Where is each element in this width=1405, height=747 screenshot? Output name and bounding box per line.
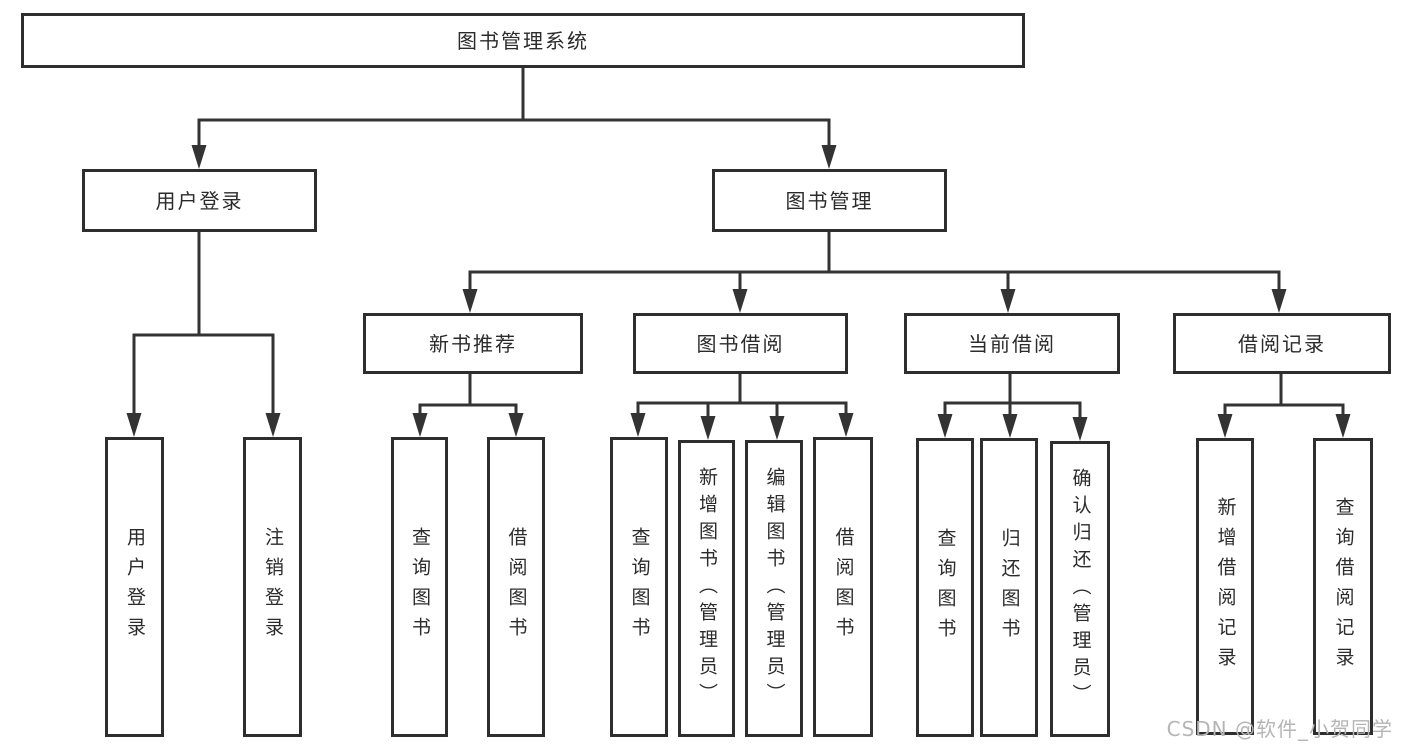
node-label-leaf-query-books-current: 查询图书	[934, 527, 957, 648]
node-label-leaf-borrow-books-recommend: 借阅图书	[505, 527, 528, 647]
node-label-leaf-edit-books-admin: 编辑图书（管理员）	[763, 467, 786, 710]
node-label-new-book-recommend: 新书推荐	[429, 331, 517, 356]
node-leaf-borrow-books-borrowing: 借阅图书	[813, 437, 873, 737]
node-current-borrowing: 当前借阅	[904, 313, 1120, 374]
node-label-leaf-add-books-admin: 新增图书（管理员）	[696, 467, 718, 710]
arrowhead-icon	[1000, 289, 1016, 313]
node-leaf-edit-books-admin: 编辑图书（管理员）	[745, 440, 803, 737]
node-label-leaf-query-books-borrowing: 查询图书	[628, 527, 651, 647]
watermark-text: CSDN @软件_小贺同学	[1166, 717, 1393, 741]
node-label-leaf-user-login: 用户登录	[124, 527, 146, 647]
node-label-leaf-query-borrow-record: 查询借阅记录	[1332, 496, 1355, 677]
node-label-borrowing-records: 借阅记录	[1238, 331, 1326, 356]
node-label-leaf-borrow-books-borrowing: 借阅图书	[832, 527, 855, 647]
node-label-leaf-return-books: 归还图书	[998, 527, 1021, 648]
node-book-management: 图书管理	[712, 169, 947, 232]
node-label-leaf-query-books-recommend: 查询图书	[409, 527, 431, 647]
node-label-user-login: 用户登录	[155, 188, 244, 213]
node-label-root: 图书管理系统	[457, 28, 589, 53]
node-leaf-query-books-borrowing: 查询图书	[610, 437, 668, 737]
node-label-leaf-logout: 注销登录	[262, 527, 284, 647]
node-leaf-confirm-return-admin: 确认归还（管理员）	[1050, 441, 1110, 737]
node-leaf-add-books-admin: 新增图书（管理员）	[678, 440, 735, 737]
arrowhead-icon	[1335, 414, 1351, 438]
arrowhead-icon	[1217, 414, 1233, 438]
arrowhead-icon	[630, 413, 646, 437]
arrowhead-icon	[126, 413, 142, 437]
node-label-leaf-confirm-return-admin: 确认归还（管理员）	[1069, 467, 1092, 711]
node-root: 图书管理系统	[21, 13, 1025, 68]
node-leaf-query-books-current: 查询图书	[916, 438, 974, 737]
arrowhead-icon	[412, 413, 428, 437]
arrowhead-icon	[838, 413, 854, 437]
node-book-borrowing: 图书借阅	[633, 313, 848, 374]
arrowhead-icon	[1271, 289, 1287, 313]
node-leaf-add-borrow-record: 新增借阅记录	[1196, 438, 1254, 735]
node-label-book-management: 图书管理	[785, 188, 874, 213]
arrowhead-icon	[265, 413, 281, 437]
node-user-login: 用户登录	[82, 169, 317, 232]
arrowhead-icon	[1002, 414, 1018, 438]
node-label-leaf-add-borrow-record: 新增借阅记录	[1214, 496, 1237, 677]
arrowhead-icon	[821, 145, 837, 169]
node-leaf-logout: 注销登录	[243, 437, 302, 737]
arrowhead-icon	[732, 289, 748, 313]
arrowhead-icon	[508, 413, 524, 437]
node-new-book-recommend: 新书推荐	[363, 313, 583, 374]
arrowhead-icon	[191, 145, 207, 169]
arrowhead-icon	[700, 416, 716, 440]
arrowhead-icon	[937, 414, 953, 438]
node-leaf-borrow-books-recommend: 借阅图书	[487, 437, 545, 737]
node-leaf-return-books: 归还图书	[980, 438, 1038, 737]
node-label-book-borrowing: 图书借阅	[696, 331, 785, 356]
node-leaf-user-login: 用户登录	[105, 437, 164, 737]
node-label-current-borrowing: 当前借阅	[968, 331, 1056, 356]
arrowhead-icon	[462, 289, 478, 313]
arrowhead-icon	[1072, 417, 1088, 441]
node-leaf-query-borrow-record: 查询借阅记录	[1313, 438, 1373, 735]
node-leaf-query-books-recommend: 查询图书	[391, 437, 448, 737]
node-borrowing-records: 借阅记录	[1173, 313, 1391, 374]
arrowhead-icon	[769, 416, 785, 440]
